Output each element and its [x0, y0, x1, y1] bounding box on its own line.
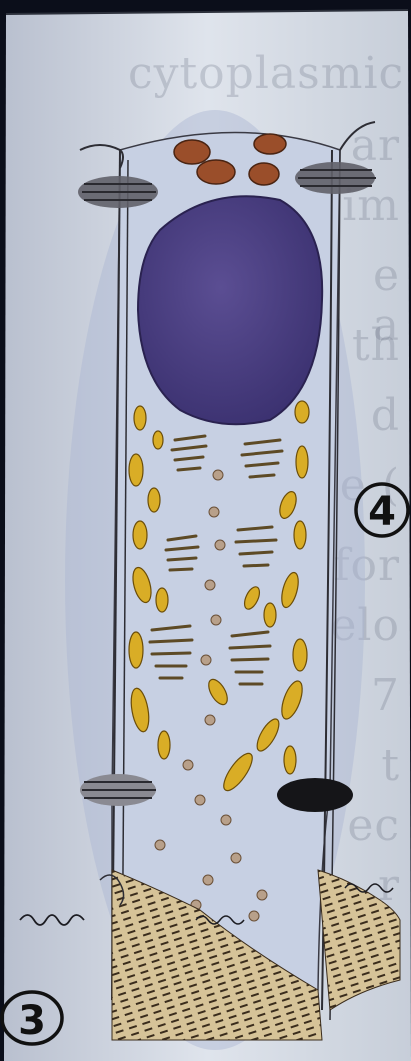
- show-through-text-line: ar: [351, 120, 400, 171]
- nucleus: [138, 196, 322, 424]
- show-through-text-line: 7: [371, 670, 400, 721]
- show-through-text-line: d: [371, 390, 400, 441]
- show-through-text-line: t: [381, 740, 400, 791]
- show-through-text-line: ec: [347, 800, 400, 851]
- basal-junction-left: [80, 774, 156, 806]
- apical-junction-left: [78, 176, 158, 208]
- callout-3-label: 3: [18, 998, 46, 1044]
- basal-junction-right: [277, 778, 353, 812]
- callout-4-label: 4: [368, 489, 396, 535]
- show-through-text-line: cytoplasmic: [128, 48, 404, 99]
- show-through-text-line: th: [352, 320, 400, 371]
- show-through-text-line: e: [373, 250, 400, 301]
